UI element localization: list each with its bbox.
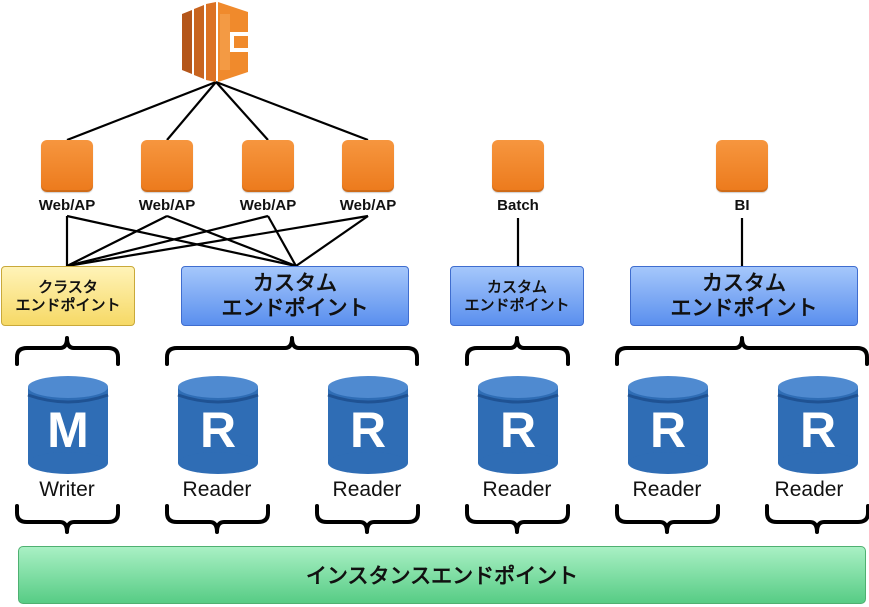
bracket-icon [465, 336, 570, 366]
server-icon [41, 140, 93, 192]
database-icon: R [477, 375, 559, 475]
db-letter: M [47, 402, 89, 458]
bracket-icon [615, 336, 869, 366]
instance-role-label: Writer [39, 478, 95, 501]
endpoint-label: カスタム エンドポイント [464, 278, 570, 314]
endpoint-label: カスタム エンドポイント [670, 270, 818, 320]
bracket-icon [465, 504, 570, 534]
instance-role-label: Reader [182, 478, 252, 501]
endpoint-label: クラスタ エンドポイント [15, 278, 121, 314]
connector-line [66, 214, 269, 268]
database-icon: R [777, 375, 859, 475]
db-letter: R [649, 402, 687, 458]
connector-line [166, 214, 297, 268]
instance-role-label: Reader [632, 478, 702, 501]
server-icon [342, 140, 394, 192]
connector-line [66, 214, 297, 268]
server-icon [492, 140, 544, 192]
database-icon: R [177, 375, 259, 475]
instance-role-label: Reader [482, 478, 552, 501]
server-icon [716, 140, 768, 192]
node-label: Web/AP [138, 197, 196, 214]
bracket-icon [615, 504, 720, 534]
connector-line [66, 80, 217, 142]
endpoint-label: カスタム エンドポイント [221, 270, 369, 320]
db-letter: R [799, 402, 837, 458]
connector-line [215, 81, 269, 141]
db-letter: R [349, 402, 387, 458]
node-label: Web/AP [239, 197, 297, 214]
db-letter: R [199, 402, 237, 458]
connector-line [215, 80, 369, 142]
database-icon: M [27, 375, 109, 475]
db-letter: R [499, 402, 537, 458]
connector-line [267, 215, 297, 267]
bracket-icon [315, 504, 420, 534]
instance-role-label: Reader [332, 478, 402, 501]
custom-endpoint: カスタム エンドポイント [630, 266, 858, 326]
connector-line [295, 215, 369, 267]
connector-line [166, 81, 217, 141]
database-icon: R [627, 375, 709, 475]
node-label: Batch [497, 197, 539, 214]
cluster-endpoint: クラスタ エンドポイント [1, 266, 135, 326]
server-icon [141, 140, 193, 192]
node-label: Web/AP [339, 197, 397, 214]
connector-line [66, 214, 369, 268]
node-label: Web/AP [38, 197, 96, 214]
custom-endpoint: カスタム エンドポイント [181, 266, 409, 326]
load-balancer-icon [182, 2, 248, 82]
instance-role-label: Reader [774, 478, 844, 501]
database-icon: R [327, 375, 409, 475]
node-label: BI [734, 197, 750, 214]
server-icon [242, 140, 294, 192]
bracket-icon [765, 504, 869, 534]
bracket-icon [15, 504, 120, 534]
instance-endpoint: インスタンスエンドポイント [18, 546, 866, 604]
bracket-icon [15, 336, 120, 366]
connector-line [66, 215, 168, 267]
endpoint-label: インスタンスエンドポイント [305, 564, 579, 588]
bracket-icon [165, 504, 270, 534]
bracket-icon [165, 336, 419, 366]
custom-endpoint: カスタム エンドポイント [450, 266, 584, 326]
